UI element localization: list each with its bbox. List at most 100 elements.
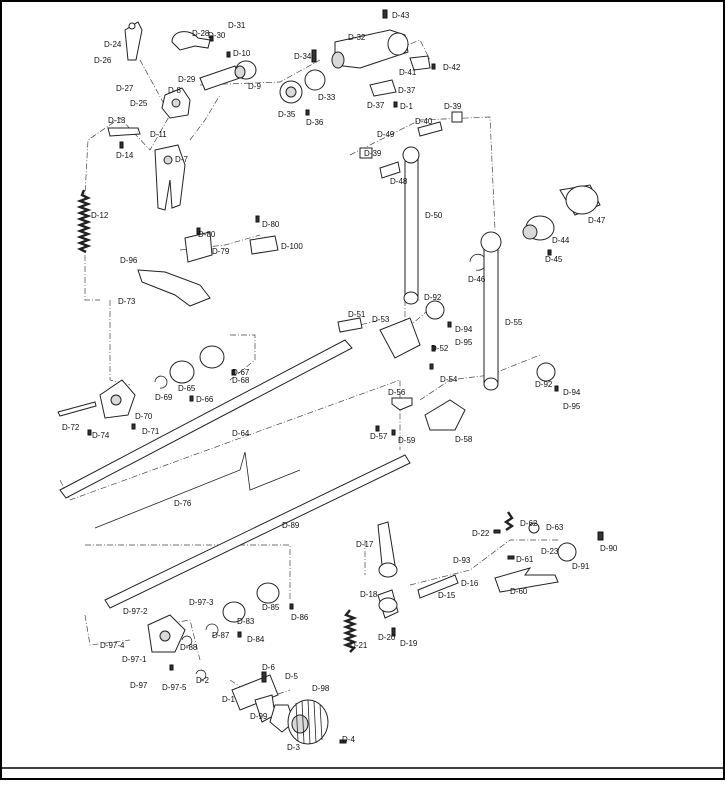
label-d-88: D-88 (180, 643, 198, 652)
label-d-41: D-41 (399, 68, 417, 77)
label-d-80a: D-80 (198, 230, 216, 239)
label-d-43: D-43 (392, 11, 410, 20)
label-d-6: D-6 (262, 663, 275, 672)
label-d-62: D-62 (520, 519, 538, 528)
label-d-90: D-90 (600, 544, 618, 553)
label-d-60: D-60 (510, 587, 528, 596)
label-d-96: D-96 (120, 256, 138, 265)
label-d-70: D-70 (135, 412, 153, 421)
label-d-20: D-20 (378, 633, 396, 642)
label-d-24: D-24 (104, 40, 122, 49)
label-d-48: D-48 (390, 177, 408, 186)
label-d-36: D-36 (306, 118, 324, 127)
label-d-11: D-11 (150, 130, 167, 139)
label-d-2: D-2 (196, 676, 209, 685)
label-d-39a: D-39 (444, 102, 462, 111)
label-d-34: D-34 (294, 52, 312, 61)
label-d-67: D-67 (232, 368, 250, 377)
parts (57, 9, 601, 745)
label-d-13: D-13 (108, 116, 126, 125)
label-d-5: D-5 (285, 672, 298, 681)
label-d-27: D-27 (116, 84, 134, 93)
label-d-58: D-58 (455, 435, 473, 444)
label-d-100: D-100 (281, 242, 303, 251)
label-d-74: D-74 (92, 431, 110, 440)
label-d-8: D-8 (168, 86, 181, 95)
label-d-42: D-42 (443, 63, 461, 72)
label-d-85: D-85 (262, 603, 280, 612)
label-d-56: D-56 (388, 388, 406, 397)
label-d-31: D-31 (228, 21, 246, 30)
label-d-1: D-1 (222, 695, 235, 704)
label-d-94b: D-94 (563, 388, 581, 397)
label-d-87: D-87 (212, 631, 230, 640)
label-d-46: D-46 (468, 275, 486, 284)
label-d-37b: D-37 (367, 101, 385, 110)
label-d-59: D-59 (398, 436, 416, 445)
label-d-16: D-16 (461, 579, 479, 588)
label-d-97-5: D-97-5 (162, 683, 187, 692)
label-d-91: D-91 (572, 562, 590, 571)
label-d-33: D-33 (318, 93, 336, 102)
label-d-97-2: D-97-2 (123, 607, 148, 616)
label-d-94a: D-94 (455, 325, 473, 334)
label-d-7: D-7 (175, 155, 188, 164)
label-d-65: D-65 (178, 384, 196, 393)
label-d-3: D-3 (287, 743, 300, 752)
label-d-40: D-40 (415, 117, 433, 126)
label-d-26: D-26 (94, 56, 112, 65)
label-d-61: D-61 (516, 555, 534, 564)
label-d-29: D-29 (178, 75, 196, 84)
label-d-64: D-64 (232, 429, 250, 438)
label-d-80b: D-80 (262, 220, 280, 229)
label-d-97-1: D-97-1 (122, 655, 147, 664)
label-d-32: D-32 (348, 33, 366, 42)
label-d-19: D-19 (400, 639, 418, 648)
label-d-18: D-18 (360, 590, 378, 599)
label-d-92a: D-92 (424, 293, 442, 302)
label-d-66: D-66 (196, 395, 214, 404)
label-d-95b: D-95 (563, 402, 581, 411)
label-d-68: D-68 (232, 376, 250, 385)
label-d-49: D-49 (377, 130, 395, 139)
label-d-23: D-23 (541, 547, 559, 556)
label-d-83: D-83 (237, 617, 255, 626)
label-d-79: D-79 (212, 247, 230, 256)
label-d-92b: D-92 (535, 380, 553, 389)
label-d-69: D-69 (155, 393, 173, 402)
label-d-1-top: D-1 (400, 102, 413, 111)
label-d-97: D-97 (130, 681, 148, 690)
label-d-84: D-84 (247, 635, 265, 644)
label-d-57: D-57 (370, 432, 388, 441)
label-d-52: D-52 (431, 344, 449, 353)
label-d-45: D-45 (545, 255, 563, 264)
label-d-51: D-51 (348, 310, 366, 319)
label-d-89: D-89 (282, 521, 300, 530)
label-d-14: D-14 (116, 151, 134, 160)
label-d-44: D-44 (552, 236, 570, 245)
label-d-50: D-50 (425, 211, 443, 220)
label-d-97-3: D-97-3 (189, 598, 214, 607)
label-d-17: D-17 (356, 540, 374, 549)
label-d-37a: D-37 (398, 86, 416, 95)
label-d-73: D-73 (118, 297, 136, 306)
label-d-22: D-22 (472, 529, 490, 538)
label-d-98: D-98 (312, 684, 330, 693)
label-d-30: D-30 (208, 31, 226, 40)
label-d-93: D-93 (453, 556, 471, 565)
label-d-35: D-35 (278, 110, 296, 119)
fasteners (87, 35, 604, 744)
label-d-72: D-72 (62, 423, 80, 432)
label-d-4: D-4 (342, 735, 355, 744)
label-d-95a: D-95 (455, 338, 473, 347)
label-d-97-4: D-97-4 (100, 641, 125, 650)
label-d-76: D-76 (174, 499, 192, 508)
label-d-63: D-63 (546, 523, 564, 532)
label-d-9: D-9 (248, 82, 261, 91)
label-d-55: D-55 (505, 318, 523, 327)
label-d-28: D-28 (192, 29, 210, 38)
label-d-54: D-54 (440, 375, 458, 384)
label-d-99: D-99 (250, 712, 268, 721)
